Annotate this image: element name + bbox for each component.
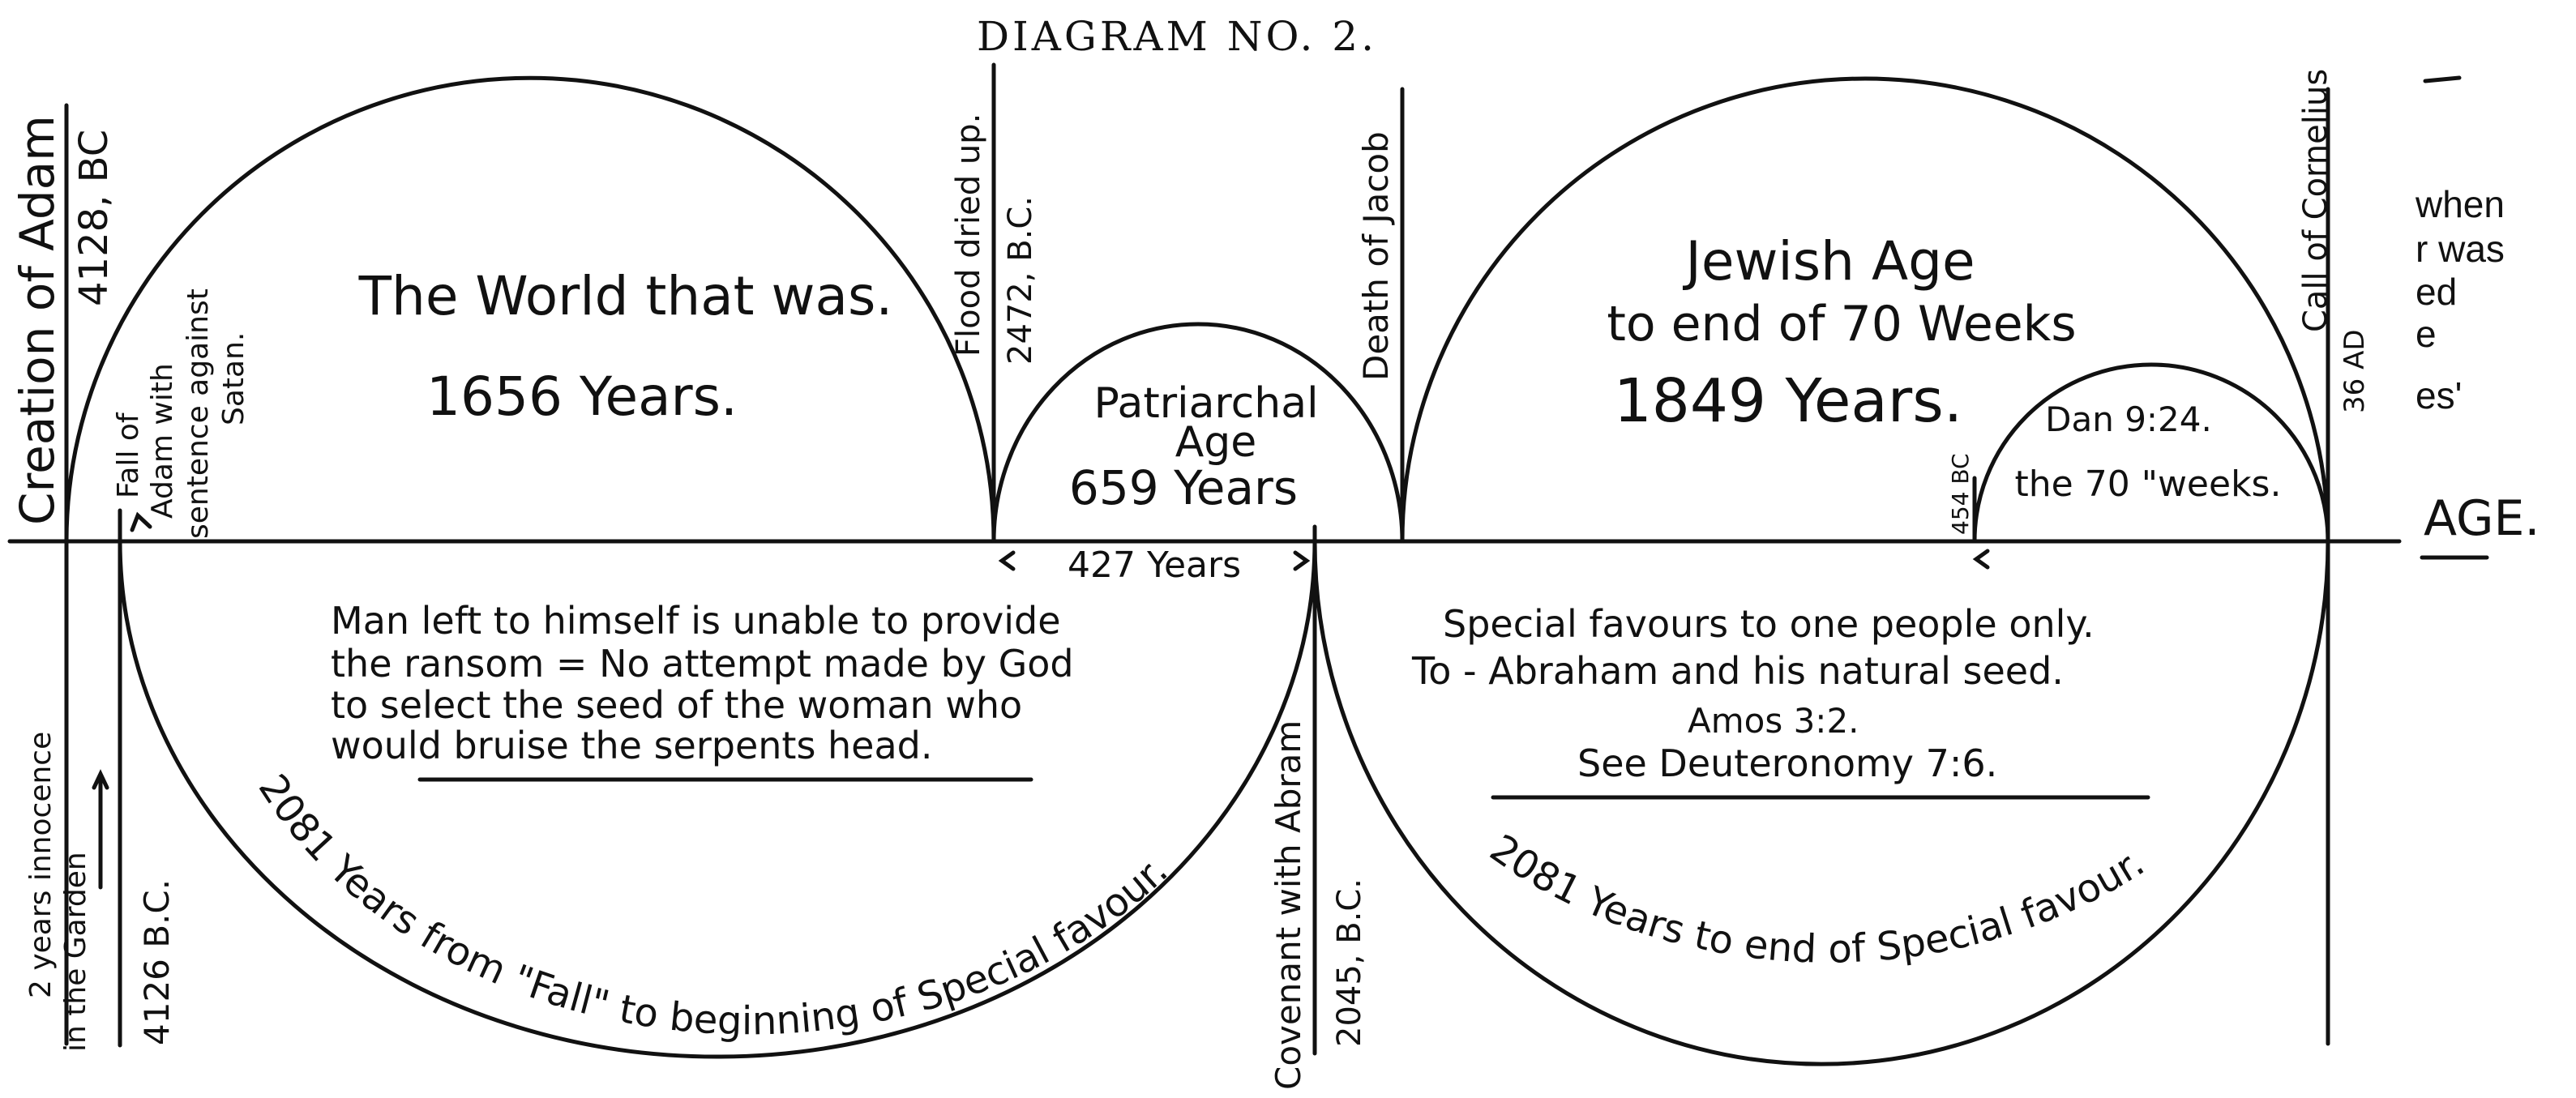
creation-label: Creation of Adam (10, 115, 65, 525)
patriarchal-years: 659 Years (1069, 460, 1298, 515)
innocence-label-1: 2 years innocence (24, 732, 58, 998)
left-text-line-2: the ransom = No attempt made by God (331, 642, 1074, 686)
bc454-label: 454 BC (1947, 453, 1974, 535)
margin-fragment-4: e (2416, 313, 2437, 355)
fall-label-2: Adam with (146, 363, 179, 519)
right-text-line-2: To - Abraham and his natural seed. (1411, 649, 2064, 693)
world-that-was-label: The World that was. (358, 265, 893, 327)
innocence-label-2: in the Garden (59, 852, 92, 1052)
jewish-age-span: to end of 70 Weeks (1607, 296, 2076, 352)
margin-fragment-2: r was (2416, 228, 2505, 270)
patriarchal-label: Patriarchal (1093, 379, 1318, 428)
arrow-454bc (1972, 549, 1990, 570)
left-arc-label: 2081 Years from "Fall" to beginning of S… (250, 767, 1177, 1045)
right-text-line-1: Special favours to one people only. (1443, 602, 2095, 646)
daniel-reference: Dan 9:24. (2045, 399, 2212, 439)
seventy-weeks-label: the 70 "weeks. (2015, 464, 2282, 505)
patriarchal-age-label: Age (1175, 418, 1257, 467)
covenant-date: 2045, B.C. (1331, 878, 1368, 1047)
fall-label-1: Fall of (112, 412, 145, 498)
axis-label-age: AGE. (2424, 490, 2540, 547)
left-text-line-3: to select the seed of the woman who (331, 683, 1022, 727)
arc-lower-right (1312, 539, 2330, 1066)
margin-fragment-5: es' (2416, 374, 2462, 417)
left-text-line-1: Man left to himself is unable to provide (331, 599, 1061, 643)
fall-label-4: Satan. (217, 332, 250, 425)
jacob-label: Death of Jacob (1356, 131, 1396, 381)
fall-date: 4126 B.C. (137, 879, 177, 1045)
span-427-years: 427 Years (1068, 545, 1241, 586)
arc-lower-left (118, 539, 1317, 1059)
left-text-line-4: would bruise the serpents head. (331, 724, 933, 767)
flood-date: 2472, B.C. (1002, 196, 1039, 365)
cornelius-label: Call of Cornelius (2297, 69, 2334, 332)
right-text-line-4: See Deuteronomy 7:6. (1577, 741, 1997, 785)
right-text-line-3: Amos 3:2. (1688, 701, 1859, 741)
right-arc-label: 2081 Years to end of Special favour. (1482, 826, 2152, 972)
covenant-label: Covenant with Abram (1269, 720, 1308, 1090)
diagram-title: DIAGRAM NO. 2. (977, 13, 1377, 60)
span-arrow-right (1293, 550, 1311, 571)
arrow-fall (130, 511, 152, 532)
margin-fragment-3: ed (2416, 271, 2457, 313)
arc-world-that-was (64, 75, 996, 544)
arc-patriarchal-age (991, 322, 1405, 544)
creation-date: 4128, BC (71, 130, 117, 306)
innocence-arrow (92, 769, 109, 890)
margin-fragment-1: when (2415, 183, 2505, 225)
span-arrow-left (998, 550, 1016, 571)
cornelius-date: 36 AD (2339, 329, 2371, 413)
fall-label-3: sentence against (182, 288, 215, 539)
jewish-age-label: Jewish Age (1682, 230, 1975, 293)
jewish-age-years: 1849 Years. (1614, 366, 1963, 436)
arc-jewish-age (1400, 76, 2330, 544)
world-that-was-years: 1656 Years. (426, 365, 738, 428)
margin-dash (2423, 75, 2462, 83)
arc-seventy-weeks (1972, 362, 2330, 544)
flood-label: Flood dried up. (950, 113, 987, 357)
